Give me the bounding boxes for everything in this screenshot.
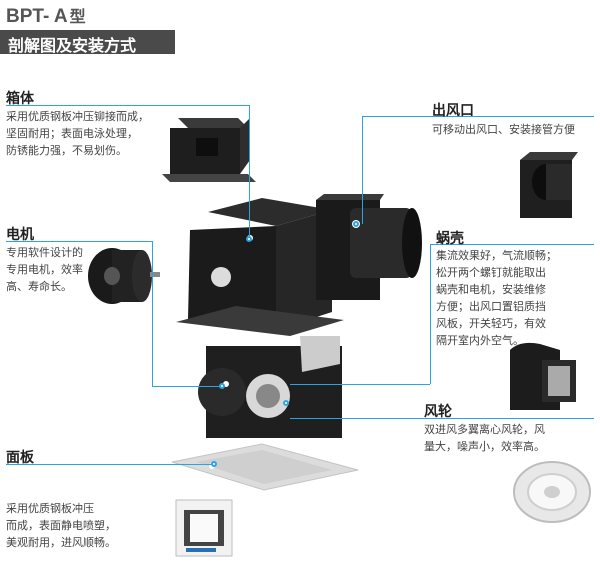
motor-heading: 电机 [6, 227, 34, 243]
callout-dot-volute [283, 400, 289, 406]
callout-line-outlet-h [362, 116, 594, 117]
subtitle-text: 剖解图及安装方式 [8, 36, 137, 55]
volute-description: 集流效果好，气流顺畅； 松开两个螺钉就能取出 蜗壳和电机，安装维修 方便；出风口… [436, 249, 557, 347]
model-suffix: 型 [69, 9, 86, 26]
callout-dot-motor [219, 383, 225, 389]
callout-dot-outlet [353, 221, 359, 227]
impeller-description: 双进风多翼离心风轮，风 量大，噪声小，效率高。 [424, 423, 545, 453]
motor-thumbnail [88, 248, 160, 304]
outlet-thumbnail [520, 152, 578, 218]
model-code: BPT- A [6, 6, 68, 27]
callout-line-volute-h2 [290, 384, 430, 385]
outlet-heading: 出风口 [432, 103, 474, 119]
volute-thumbnail [510, 342, 576, 410]
panel-thumbnail [175, 499, 233, 557]
box-thumbnail [162, 118, 256, 182]
callout-line-box-v [249, 105, 250, 239]
callout-line-motor-h [6, 241, 152, 242]
volute-heading: 蜗壳 [436, 231, 464, 247]
callout-line-motor-v [152, 241, 153, 387]
callout-line-box-h [6, 105, 250, 106]
panel-main [171, 443, 359, 491]
box-description: 采用优质钢板冲压铆接而成， 坚固耐用；表面电泳处理， 防锈能力强，不易划伤。 [6, 110, 149, 157]
callout-line-impeller [290, 418, 594, 419]
callout-line-outlet-v [362, 116, 363, 224]
box-heading: 箱体 [6, 91, 34, 107]
fan-assembly [198, 336, 342, 438]
callout-line-panel [6, 464, 214, 465]
motor-description: 专用软件设计的 专用电机，效率 高、寿命长。 [6, 246, 83, 293]
callout-dot-panel [211, 461, 217, 467]
outlet-description: 可移动出风口、安装接管方便 [432, 123, 575, 136]
impeller-heading: 风轮 [424, 404, 452, 420]
callout-line-volute-v [430, 244, 431, 384]
panel-description: 采用优质钢板冲压 而成，表面静电喷塑， 美观耐用，进风顺畅。 [6, 502, 116, 549]
callout-line-volute-h [430, 244, 594, 245]
outlet-main [316, 194, 422, 300]
panel-heading: 面板 [6, 450, 34, 466]
callout-line-motor-h2 [152, 386, 222, 387]
callout-dot-box [246, 236, 252, 242]
impeller-thumbnail [513, 461, 591, 523]
subtitle-bar: 剖解图及安装方式 [0, 30, 175, 55]
